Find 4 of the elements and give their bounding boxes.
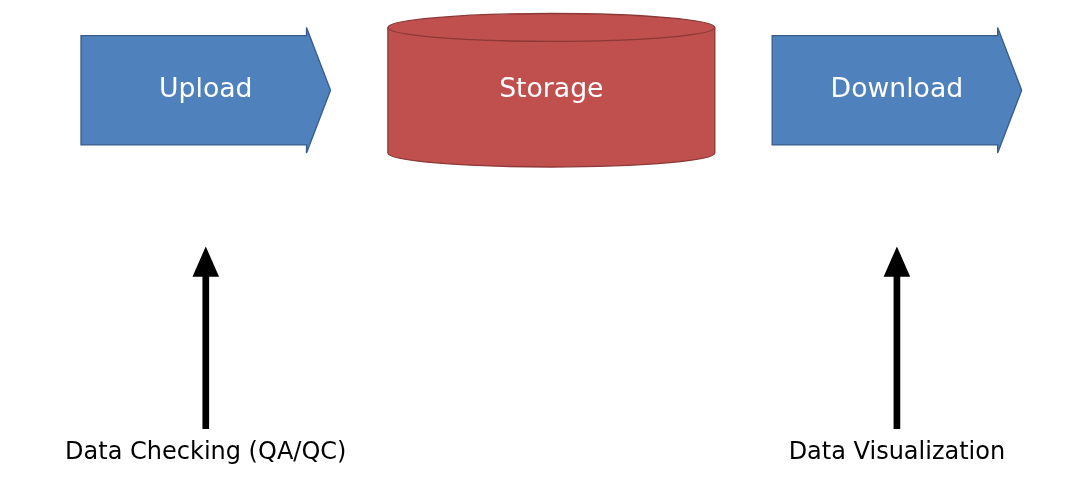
- arrow: [192, 246, 219, 430]
- node-text: Data Checking (QA/QC): [64, 437, 346, 466]
- node-text: Data Visualization: [788, 437, 1005, 466]
- arrow: [883, 246, 910, 430]
